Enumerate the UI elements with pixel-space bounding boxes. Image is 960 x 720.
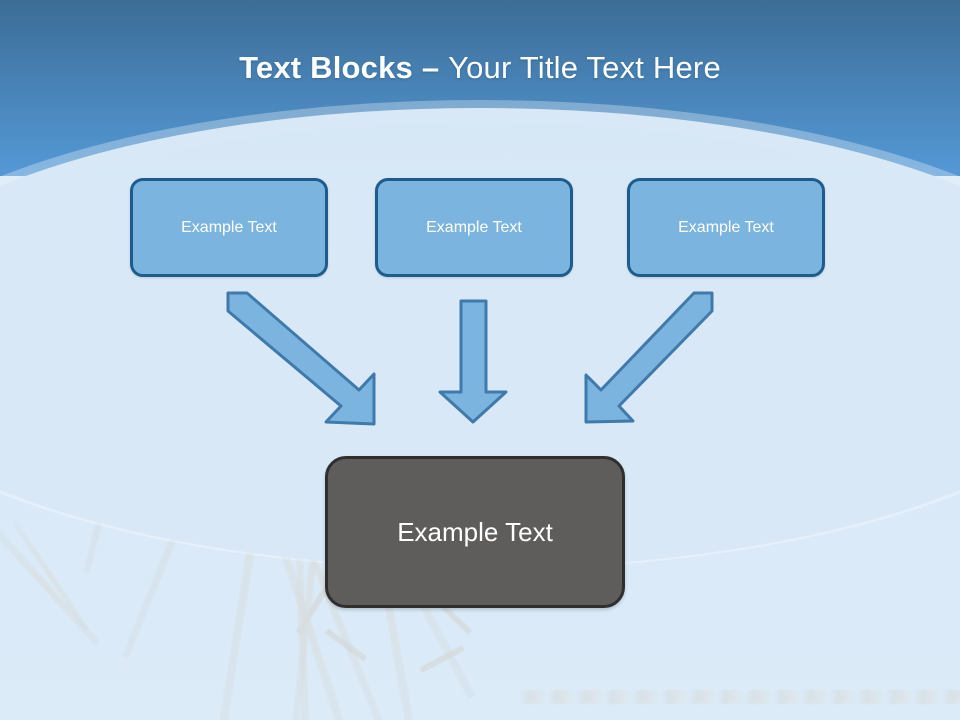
page-title-light: Your Title Text Here	[448, 50, 721, 85]
text-block-3[interactable]: Example Text	[627, 178, 825, 277]
text-block-1[interactable]: Example Text	[130, 178, 328, 277]
page-title-bold: Text Blocks	[239, 50, 422, 85]
text-block-3-label: Example Text	[678, 218, 774, 236]
page-title: Text Blocks – Your Title Text Here	[0, 50, 960, 86]
text-block-result-label: Example Text	[397, 516, 553, 547]
barbed-wire-bottom-strand	[520, 690, 960, 704]
text-block-result[interactable]: Example Text	[325, 456, 625, 608]
text-block-1-label: Example Text	[181, 218, 277, 236]
text-block-2-label: Example Text	[426, 218, 522, 236]
page-title-dash: –	[421, 50, 449, 85]
text-block-2[interactable]: Example Text	[375, 178, 573, 277]
